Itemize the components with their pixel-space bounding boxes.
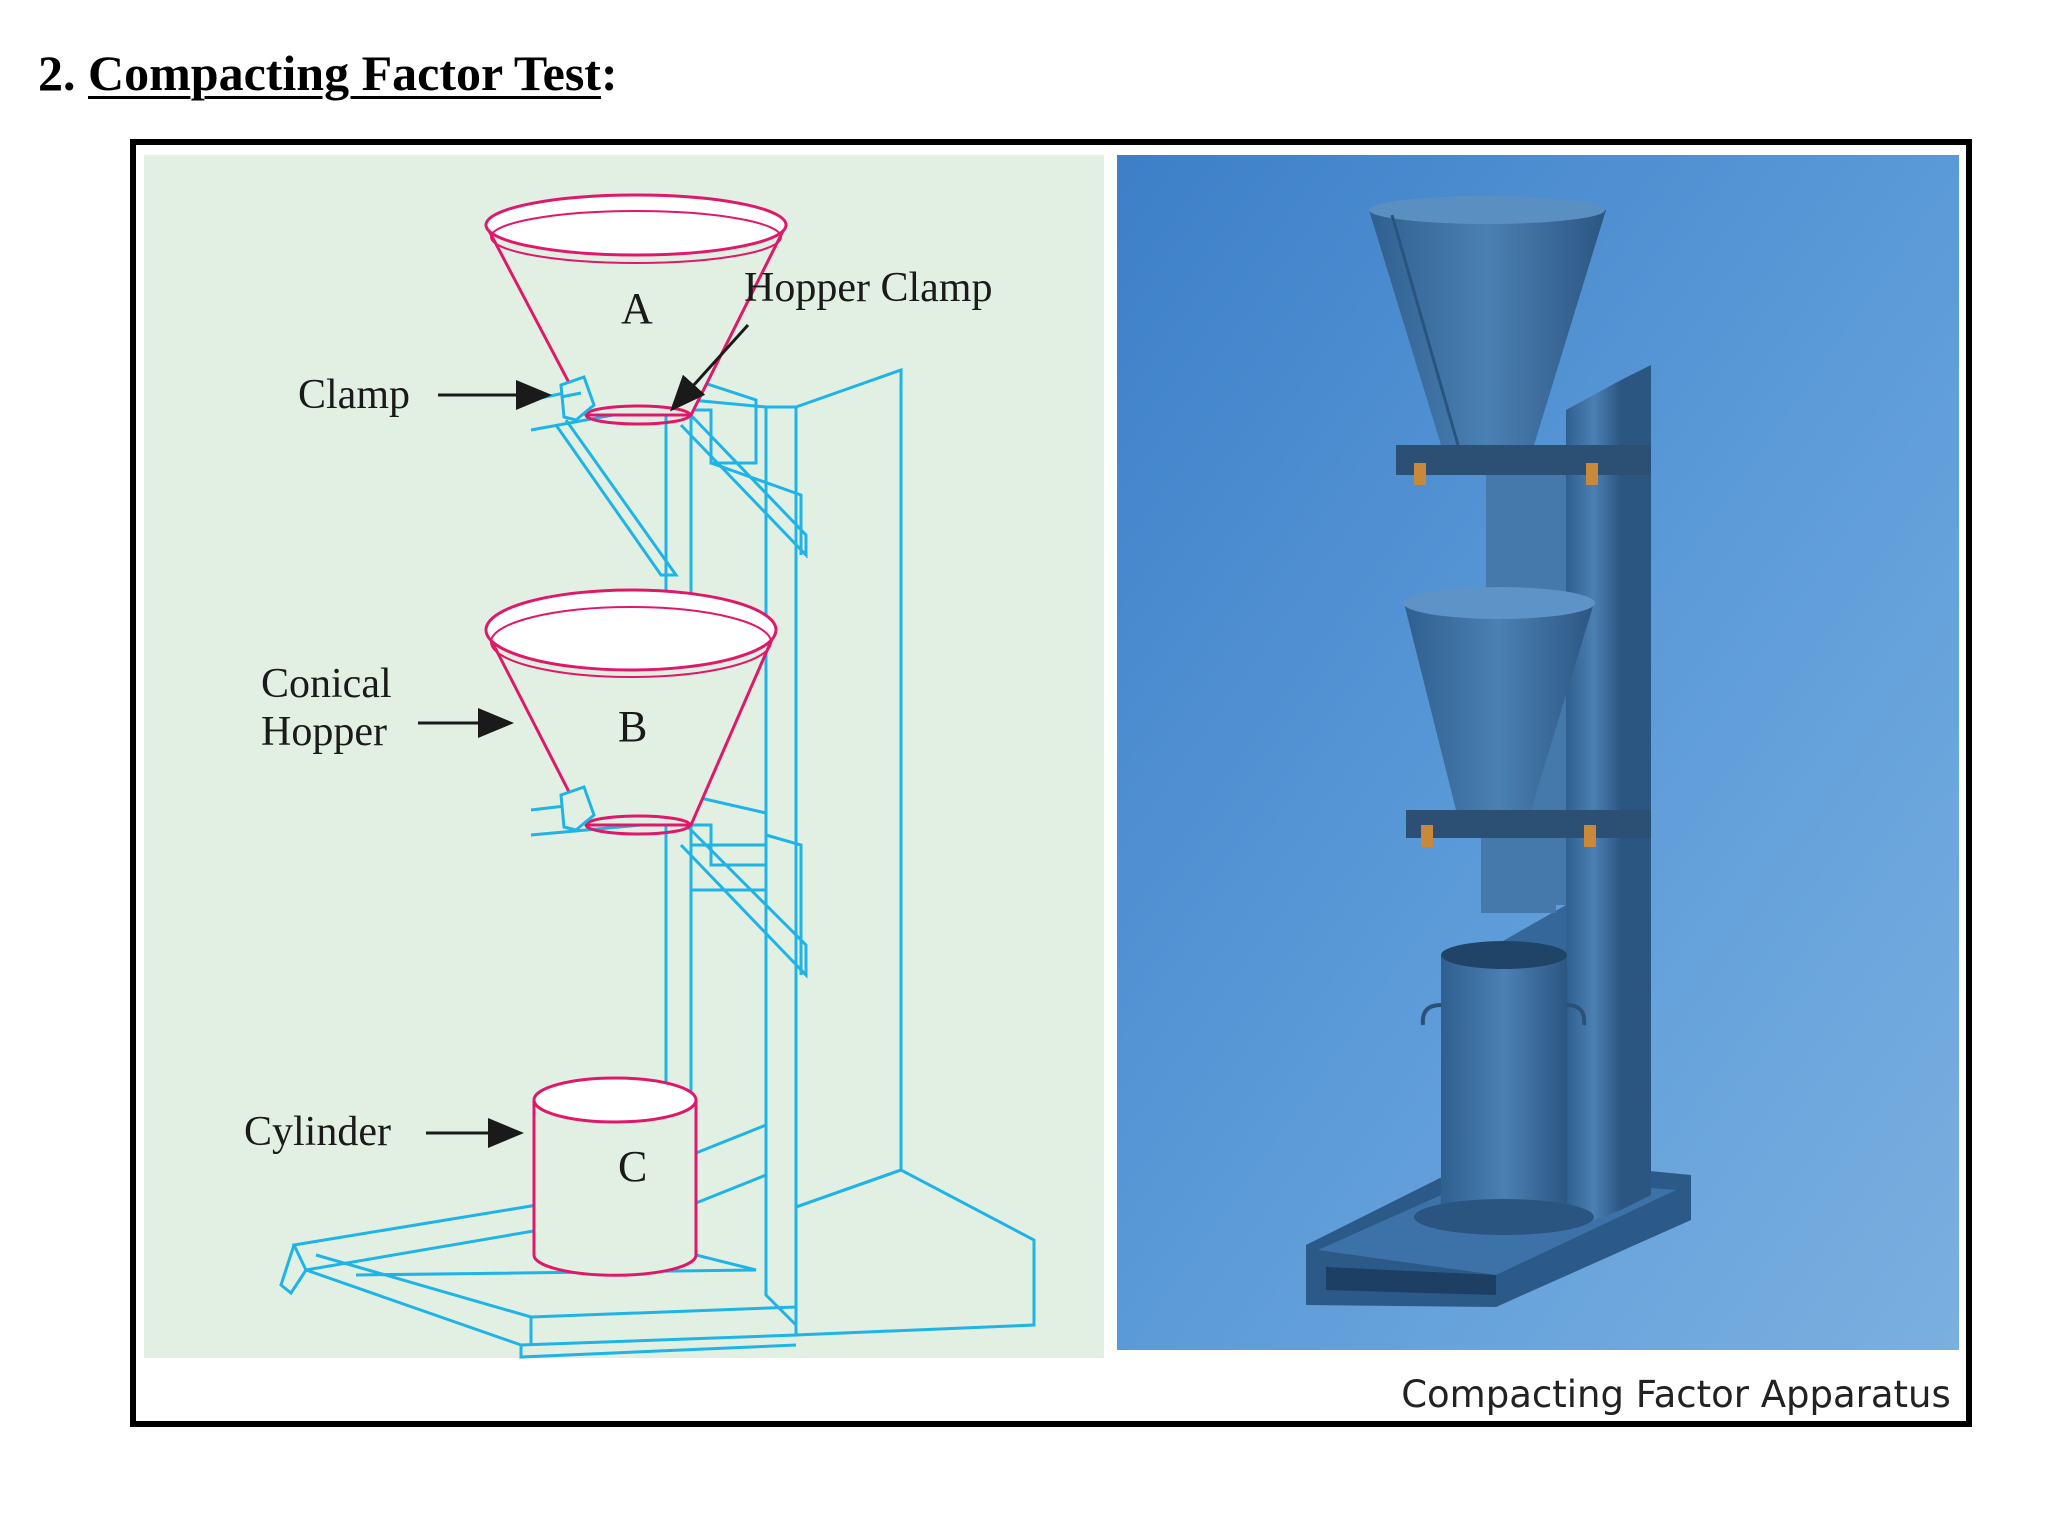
label-a: A [621, 284, 653, 333]
label-conical: Conical [261, 661, 392, 707]
label-b: B [618, 702, 647, 751]
figure-frame: A B C Clamp Hopper Clamp Conical Hopper … [130, 139, 1972, 1427]
label-clamp: Clamp [298, 372, 410, 418]
photo-post [1621, 365, 1651, 1210]
photo-caption: Compacting Factor Apparatus [1401, 1373, 1951, 1416]
photo-hopper-upper [1369, 196, 1651, 485]
section-colon: : [600, 45, 618, 101]
label-hopper: Hopper [261, 709, 387, 755]
label-hopper-clamp: Hopper Clamp [744, 265, 992, 311]
schematic-diagram: A B C Clamp Hopper Clamp Conical Hopper … [144, 155, 1104, 1359]
apparatus-photo [1117, 155, 1959, 1350]
label-c: C [618, 1142, 647, 1191]
label-arrows [418, 323, 750, 1148]
hopper-clamp-arrow [669, 323, 750, 412]
hopper-b [484, 588, 778, 836]
section-title: Compacting Factor Test [88, 45, 601, 101]
photo-hopper-lower [1403, 587, 1651, 913]
photo-cylinder [1414, 941, 1594, 1235]
cylinder-c [532, 1076, 698, 1277]
section-heading: 2. Compacting Factor Test: [38, 48, 618, 98]
label-cylinder: Cylinder [244, 1109, 391, 1155]
figure-svg: A B C Clamp Hopper Clamp Conical Hopper … [144, 155, 1959, 1359]
section-number: 2. [38, 45, 76, 101]
